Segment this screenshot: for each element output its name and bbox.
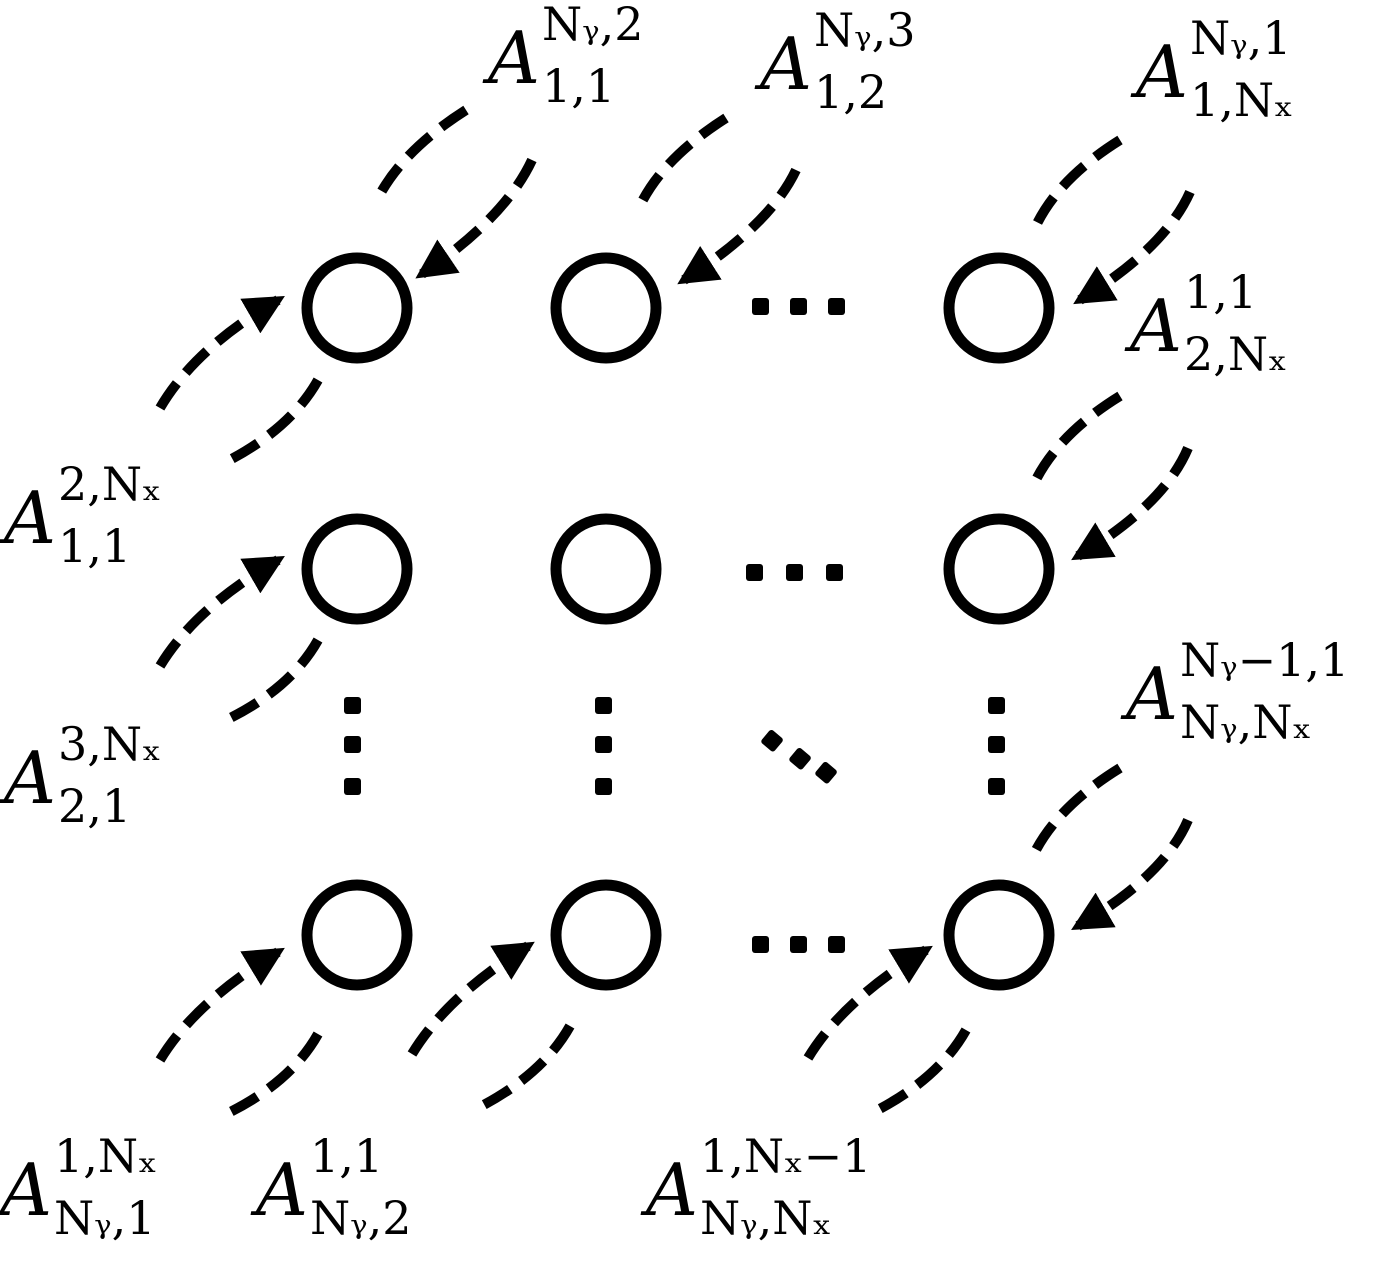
tail-top-3: [1029, 135, 1123, 233]
arrow-bottom-1: [155, 947, 285, 1063]
node-r2-c3: [943, 513, 1055, 625]
arrow-right-2: [1071, 817, 1193, 931]
tail-top-2: [633, 113, 729, 213]
node-r1-c2: [550, 252, 662, 364]
arrow-top-2: [677, 167, 801, 285]
node-r3-c3: [943, 879, 1055, 991]
v-ellipsis-col3: [988, 697, 1005, 795]
tail-top-1: [371, 105, 469, 205]
tail-right-1: [1027, 391, 1123, 491]
v-ellipsis-col1: [344, 697, 361, 795]
arrow-top-1: [415, 157, 537, 279]
h-ellipsis-row2: [746, 564, 843, 581]
node-r3-c2: [550, 879, 662, 991]
tail-left-2: [219, 637, 323, 727]
tail-bottom-2: [471, 1023, 575, 1115]
arrow-bottom-3: [803, 945, 933, 1061]
diag-ellipsis: [761, 729, 837, 784]
arrow-top-3: [1073, 189, 1195, 305]
tail-bottom-3: [867, 1027, 971, 1119]
node-r1-c1: [301, 252, 413, 364]
tail-right-2: [1027, 763, 1123, 861]
arrow-right-1: [1071, 446, 1193, 561]
tail-left-1: [219, 377, 323, 469]
node-r1-c3: [943, 252, 1055, 364]
arrow-left-1: [155, 295, 285, 411]
v-ellipsis-col2: [595, 697, 612, 795]
arrow-left-2: [155, 555, 285, 669]
node-r2-c2: [550, 513, 662, 625]
node-r2-c1: [301, 513, 413, 625]
arrow-bottom-2: [407, 941, 535, 1057]
tail-bottom-1: [219, 1031, 323, 1121]
h-ellipsis-row3: [752, 936, 845, 953]
h-ellipsis-row1: [752, 298, 845, 315]
node-r3-c1: [301, 879, 413, 991]
